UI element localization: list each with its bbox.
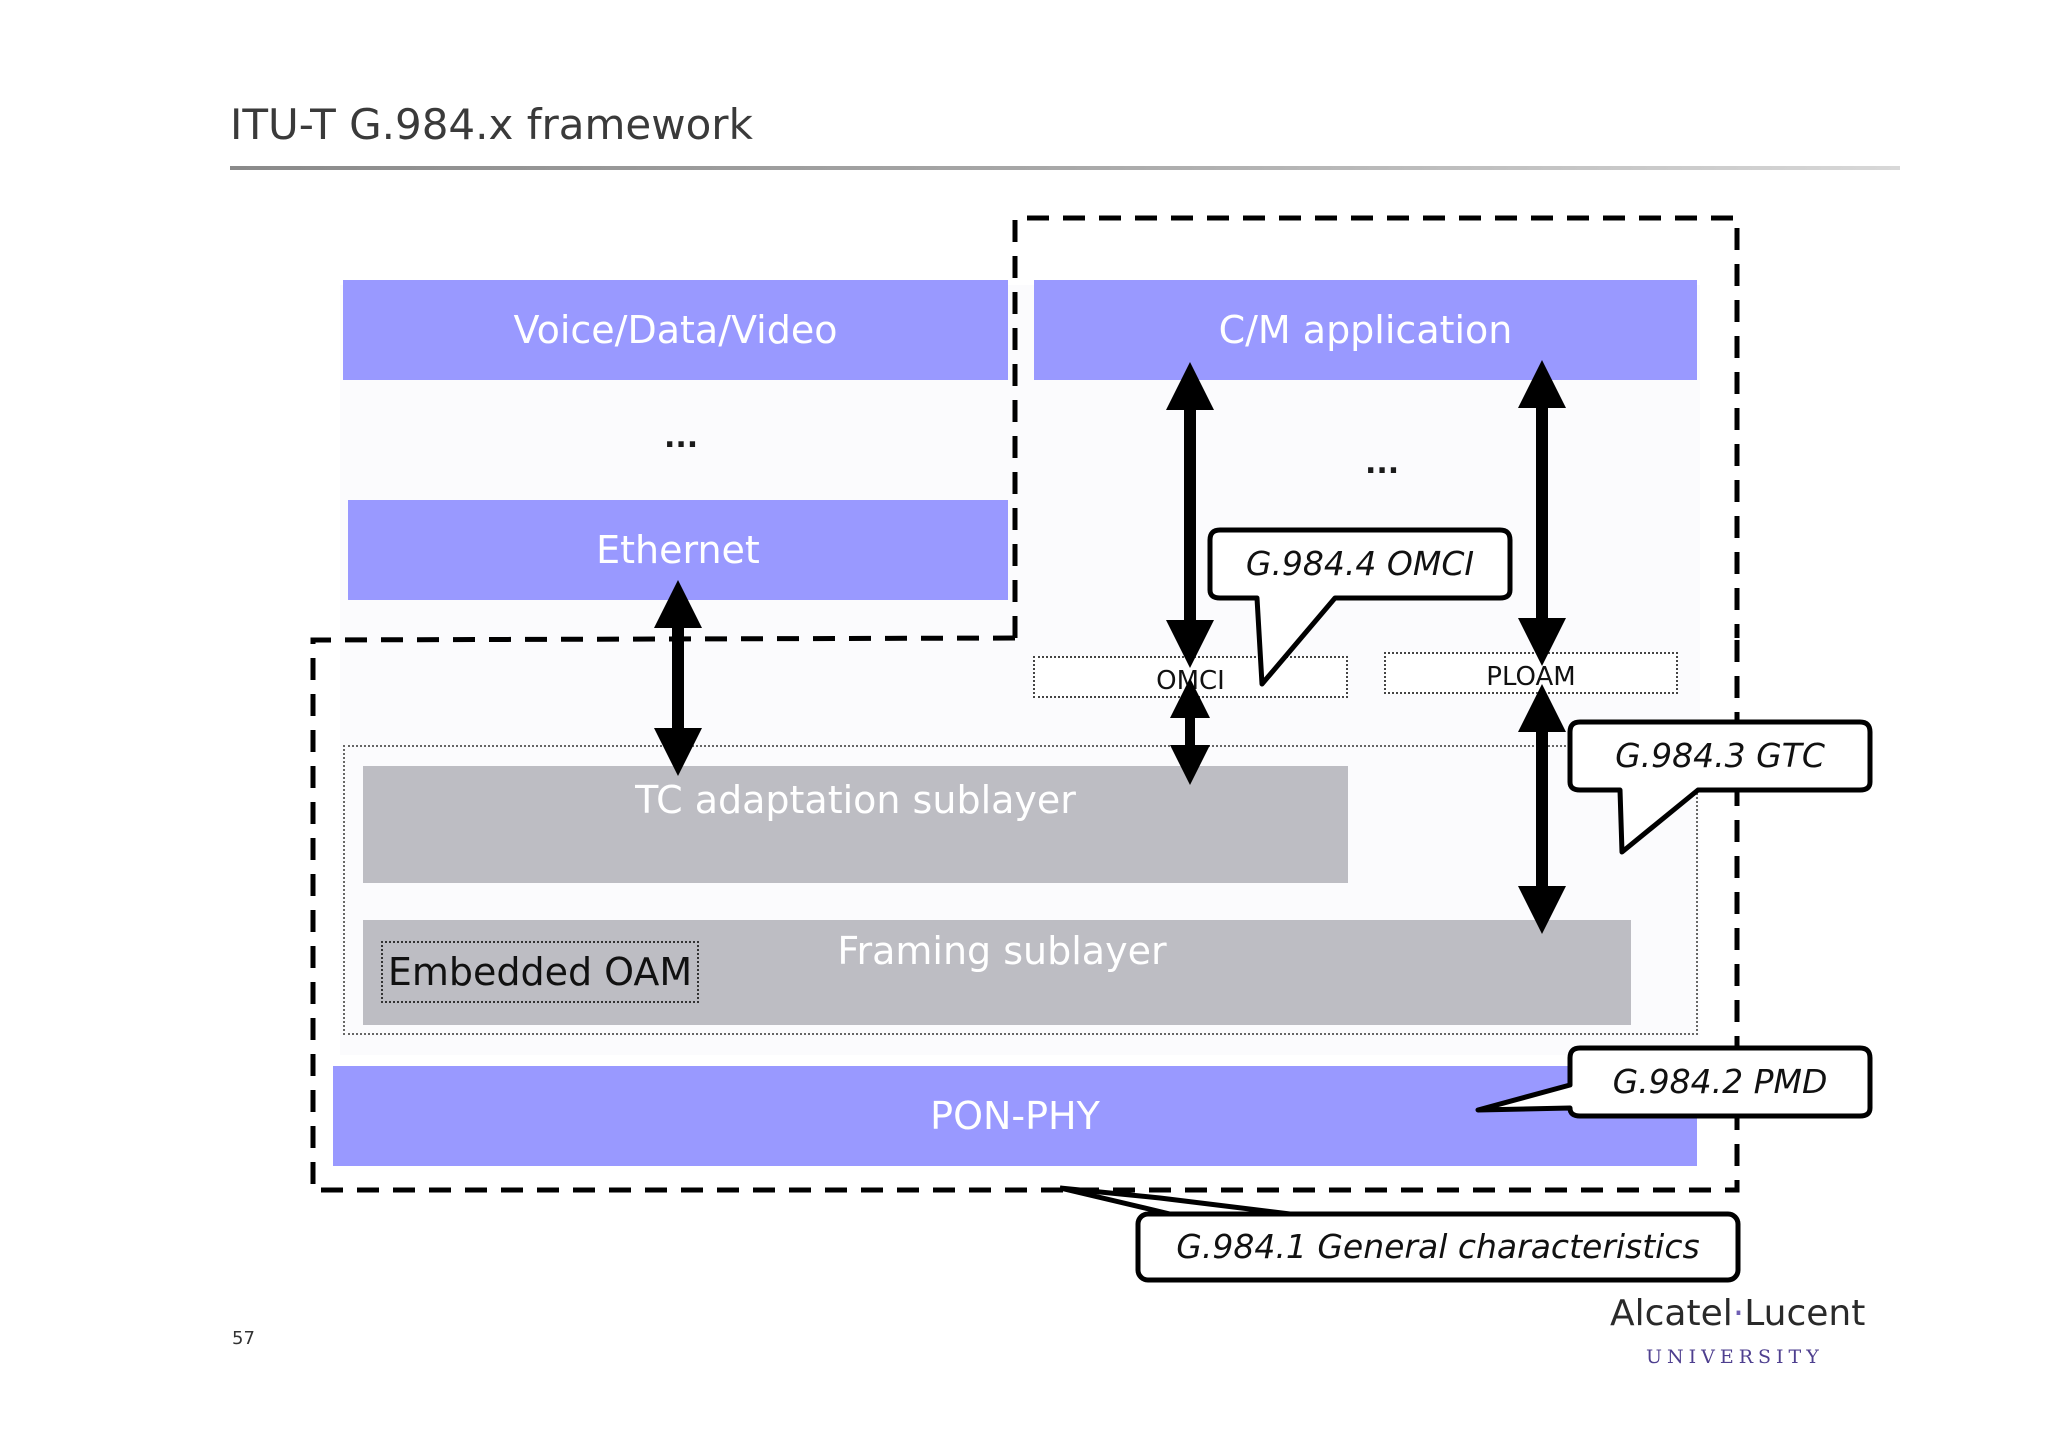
callout-g9842-bubble xyxy=(1475,1045,1873,1119)
embedded-oam-box: Embedded OAM xyxy=(381,941,699,1003)
callout-g9841-text: G.984.1 General characteristics xyxy=(1176,1227,1699,1266)
framing-sublayer: Framing sublayer xyxy=(363,920,1631,1025)
voice-data-video-layer: Voice/Data/Video xyxy=(343,280,1008,380)
company-logo: Alcatel·Lucent xyxy=(1610,1293,1865,1334)
callout-g9844-bubble xyxy=(1207,527,1513,687)
logo-dot: · xyxy=(1732,1293,1745,1334)
logo-word-right: Lucent xyxy=(1744,1293,1866,1334)
callout-g9842-text: G.984.2 PMD xyxy=(1613,1062,1828,1101)
callout-g9844-text: G.984.4 OMCI xyxy=(1246,544,1474,583)
gtc-container xyxy=(343,745,1698,1035)
ethernet-layer: Ethernet xyxy=(348,500,1008,600)
title-underline xyxy=(230,166,1900,170)
pon-phy-layer: PON-PHY xyxy=(333,1066,1697,1166)
ellipsis-left: ... xyxy=(664,420,699,455)
ellipsis-right: ... xyxy=(1365,446,1400,481)
callout-g9843-bubble xyxy=(1567,719,1873,855)
management-boundary xyxy=(1012,215,1740,638)
callout-g9841-pointer-2 xyxy=(1059,1185,1171,1217)
tc-boundary xyxy=(310,635,1740,1193)
callout-g9841-bubble xyxy=(1135,1211,1741,1283)
slide-number: 57 xyxy=(232,1328,255,1349)
callout-g9841-pointer xyxy=(1059,1185,1291,1217)
tc-adaptation-sublayer: TC adaptation sublayer xyxy=(363,766,1348,883)
cm-application-layer: C/M application xyxy=(1034,280,1697,380)
page-title: ITU-T G.984.x framework xyxy=(230,100,753,149)
logo-word-left: Alcatel xyxy=(1610,1293,1733,1334)
callout-g9843-text: G.984.3 GTC xyxy=(1615,736,1825,775)
logo-subtitle: UNIVERSITY xyxy=(1646,1346,1824,1368)
